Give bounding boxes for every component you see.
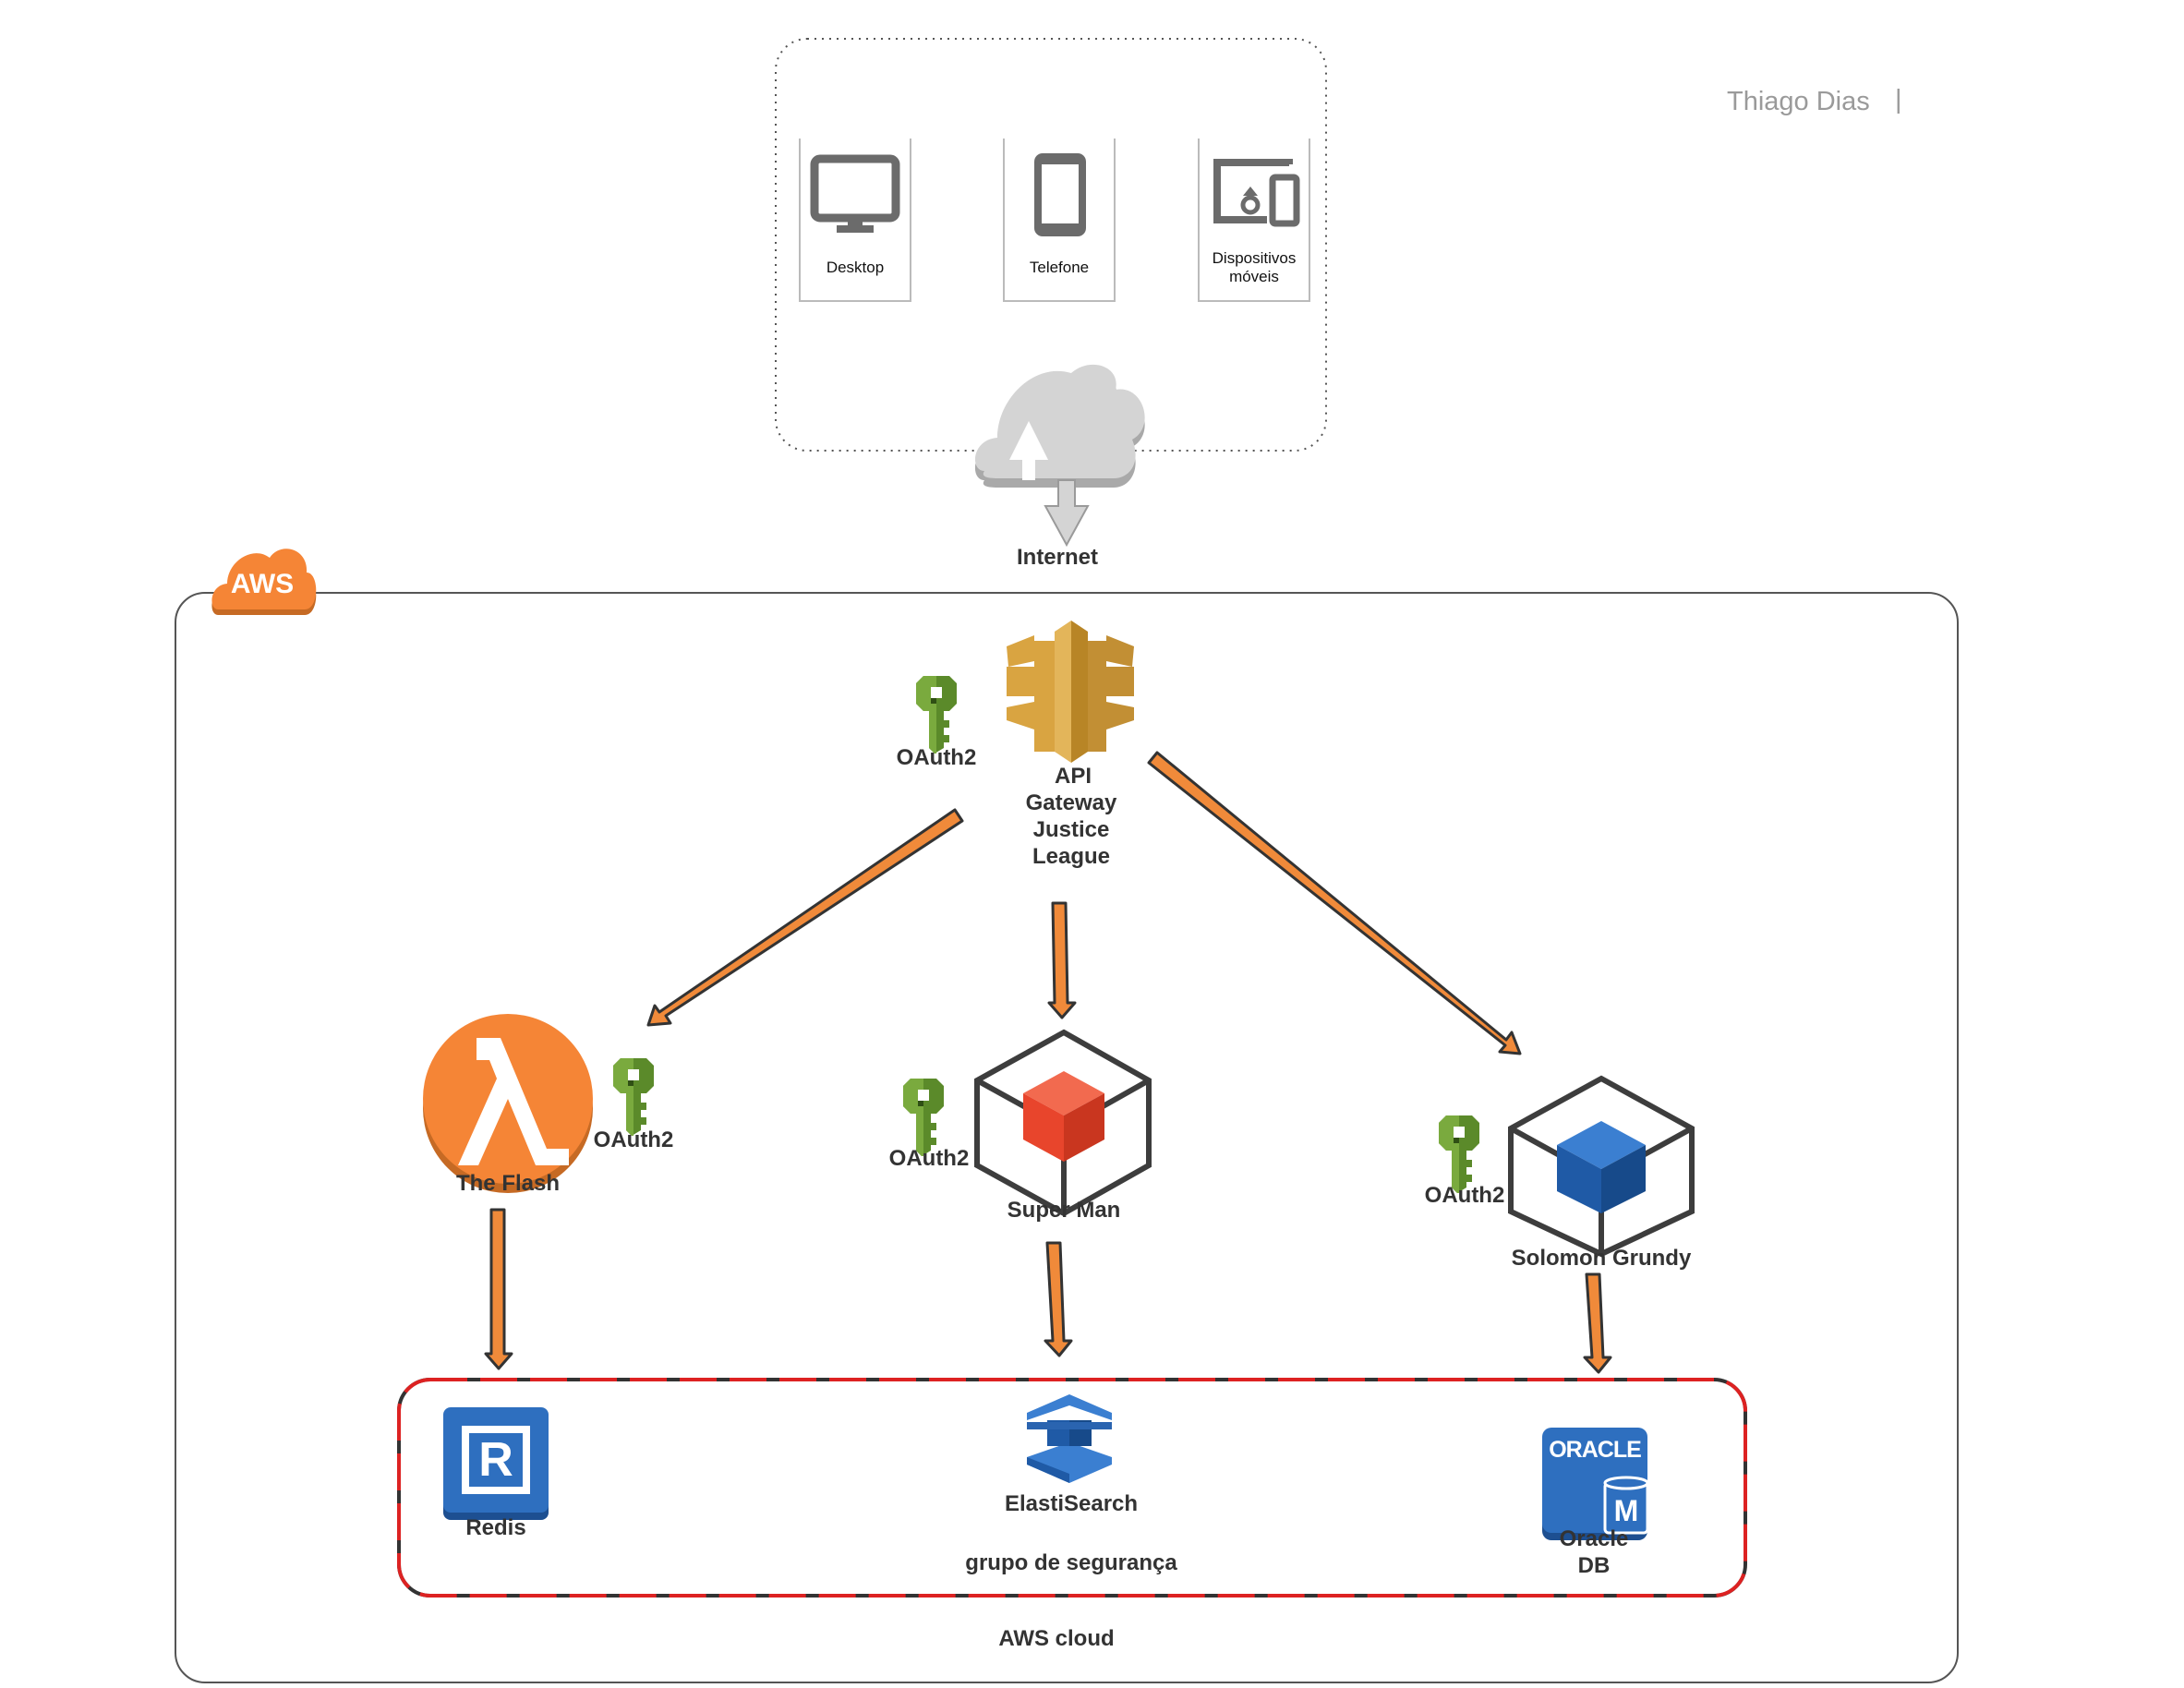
superman-container-icon [974,1029,1152,1217]
aws-cloud-label: AWS cloud [998,1626,1115,1651]
arrow-gateway-to-grundy [1147,751,1522,1055]
api-gateway-label-line1: API [1054,764,1092,789]
oracle-logo-text: ORACLE [1549,1437,1642,1463]
device-card-phone [1003,139,1116,302]
text-cursor: | [1895,85,1902,115]
mobile-devices-icon [1213,159,1300,227]
arrow-gateway-to-flash [646,808,964,1027]
arrow-grundy-to-oracle [1583,1272,1612,1374]
elasticsearch-label: ElastiSearch [1004,1491,1139,1516]
api-gateway-label-line3: Justice [1032,817,1110,842]
author-name: Thiago Dias [1727,87,1870,116]
device-card-desktop [799,139,911,302]
oauth-label-superman: OAuth2 [888,1146,970,1171]
security-group-label: grupo de segurança [965,1550,1177,1575]
lambda-icon [423,1014,593,1193]
aws-cloud-group [175,592,1959,1683]
arrow-superman-to-elastic [1044,1241,1073,1357]
service-label-grundy: Solomon Grundy [1511,1246,1692,1271]
aws-badge-label: AWS [230,569,295,599]
client-devices-group [775,38,1327,452]
api-gateway-label-line2: Gateway [1025,790,1117,815]
oauth-label-gateway: OAuth2 [896,745,977,770]
redis-letter: R [478,1433,513,1487]
internet-label: Internet [1016,545,1098,570]
api-gateway-label-line4: League [1032,844,1111,869]
oauth-key-icon-flash [613,1058,654,1136]
redis-icon [443,1407,549,1520]
phone-icon [1034,153,1086,236]
grundy-container-icon [1508,1075,1695,1258]
flow-arrows [484,751,1612,1374]
arrow-gateway-to-superman [1047,901,1077,1019]
device-label-desktop: Desktop [826,259,885,276]
api-gateway-label: API Gateway Justice League [997,763,1145,870]
arrow-flash-to-redis [484,1208,513,1370]
device-card-mobile-devices [1198,139,1310,302]
oauth-label-flash: OAuth2 [593,1127,674,1152]
oauth-key-icon-gateway [916,676,957,754]
device-label-phone: Telefone [1029,259,1090,276]
device-label-mobile-devices: Dispositivos móveis [1212,249,1297,285]
oracle-label-line1: Oracle [1559,1526,1629,1551]
desktop-icon [810,154,900,233]
service-label-superman: Super Man [1007,1198,1121,1223]
redis-label: Redis [465,1515,526,1540]
oauth-label-grundy: OAuth2 [1424,1183,1505,1208]
internet-cloud-icon [974,364,1145,548]
service-label-flash: The Flash [455,1171,561,1196]
api-gateway-icon [1007,621,1134,763]
elasticsearch-icon [1027,1394,1112,1483]
oracle-label-line2: DB [1577,1553,1611,1578]
oracle-db-icon [1542,1428,1649,1540]
oracle-logo-letter: M [1613,1494,1639,1527]
aws-badge-icon [211,549,317,615]
